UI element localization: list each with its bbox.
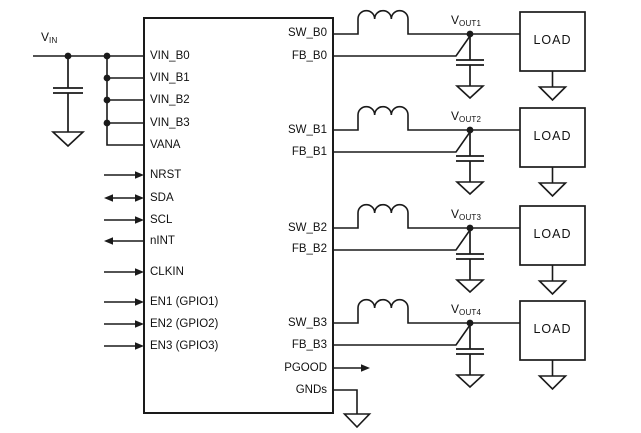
pin-en1-label: EN1 (GPIO1) bbox=[150, 296, 219, 308]
junction-dot-icon bbox=[103, 74, 111, 82]
vin-bus-wire bbox=[106, 56, 144, 146]
ground-icon bbox=[50, 131, 86, 148]
junction-dot-icon bbox=[64, 52, 72, 60]
load2-label: LOAD bbox=[533, 129, 572, 143]
vout1-net-label-sub: OUT1 bbox=[459, 19, 482, 28]
pin-fb-b3-label: FB_B3 bbox=[291, 339, 327, 351]
input-capacitor-icon bbox=[53, 56, 83, 132]
pin-en3-label: EN3 (GPIO3) bbox=[150, 340, 219, 352]
pin-vin-b2-label: VIN_B2 bbox=[150, 94, 190, 106]
vout3-net-label-main: V bbox=[451, 207, 460, 221]
pin-vin-b0-label: VIN_B0 bbox=[150, 50, 190, 62]
vout3-net-label-sub: OUT3 bbox=[459, 213, 482, 222]
pin-vin-b3-label: VIN_B3 bbox=[150, 117, 190, 129]
junction-dot-icon bbox=[103, 96, 111, 104]
vout1-net-label-main: V bbox=[451, 13, 460, 27]
vout4-net-label: VOUT4 bbox=[451, 302, 481, 320]
pin-nint-label: nINT bbox=[150, 235, 175, 247]
pin-scl-label: SCL bbox=[150, 214, 173, 226]
en2-arrow-in-icon bbox=[104, 320, 144, 328]
sda-arrow-bidirectional-icon bbox=[104, 194, 144, 202]
junction-dot-icon bbox=[103, 119, 111, 127]
vin-net-label: VIN bbox=[41, 30, 57, 48]
ground-icon bbox=[342, 413, 372, 429]
vout3-net-label: VOUT3 bbox=[451, 207, 481, 225]
pin-nrst-label: NRST bbox=[150, 169, 182, 181]
vout2-net-label-main: V bbox=[451, 109, 460, 123]
pin-sw-b3-label: SW_B3 bbox=[288, 317, 327, 329]
load1-label: LOAD bbox=[533, 33, 572, 47]
pin-fb-b1-label: FB_B1 bbox=[291, 146, 327, 158]
pin-fb-b2-label: FB_B2 bbox=[291, 243, 327, 255]
en1-arrow-in-icon bbox=[104, 298, 144, 306]
en3-arrow-in-icon bbox=[104, 342, 144, 350]
load4-label: LOAD bbox=[533, 322, 572, 336]
pin-sw-b0-label: SW_B0 bbox=[288, 27, 327, 39]
pin-gnds-label: GNDs bbox=[295, 384, 327, 396]
clkin-arrow-in-icon bbox=[104, 268, 144, 276]
ic-outline bbox=[143, 17, 334, 414]
scl-arrow-in-icon bbox=[104, 216, 144, 224]
pin-vana-label: VANA bbox=[150, 139, 181, 151]
vout4-net-label-main: V bbox=[451, 302, 460, 316]
pgood-arrow-out-icon bbox=[334, 364, 370, 372]
pin-pgood-label: PGOOD bbox=[284, 362, 327, 374]
nrst-arrow-in-icon bbox=[104, 171, 144, 179]
gnds-wire bbox=[334, 389, 358, 414]
pin-fb-b0-label: FB_B0 bbox=[291, 50, 327, 62]
pin-sw-b1-label: SW_B1 bbox=[288, 124, 327, 136]
pin-clkin-label: CLKIN bbox=[150, 266, 184, 278]
pin-vin-b1-label: VIN_B1 bbox=[150, 72, 190, 84]
vout2-net-label: VOUT2 bbox=[451, 109, 481, 127]
load3-label: LOAD bbox=[533, 227, 572, 241]
pin-sw-b2-label: SW_B2 bbox=[288, 222, 327, 234]
vin-net-label-sub: IN bbox=[49, 36, 58, 45]
nint-arrow-out-icon bbox=[104, 237, 144, 245]
pin-en2-label: EN2 (GPIO2) bbox=[150, 318, 219, 330]
vout4-net-label-sub: OUT4 bbox=[459, 308, 482, 317]
vout2-net-label-sub: OUT2 bbox=[459, 115, 482, 124]
vin-net-label-main: V bbox=[41, 30, 50, 44]
vout1-net-label: VOUT1 bbox=[451, 13, 481, 31]
junction-dot-icon bbox=[103, 52, 111, 60]
pin-sda-label: SDA bbox=[150, 192, 174, 204]
